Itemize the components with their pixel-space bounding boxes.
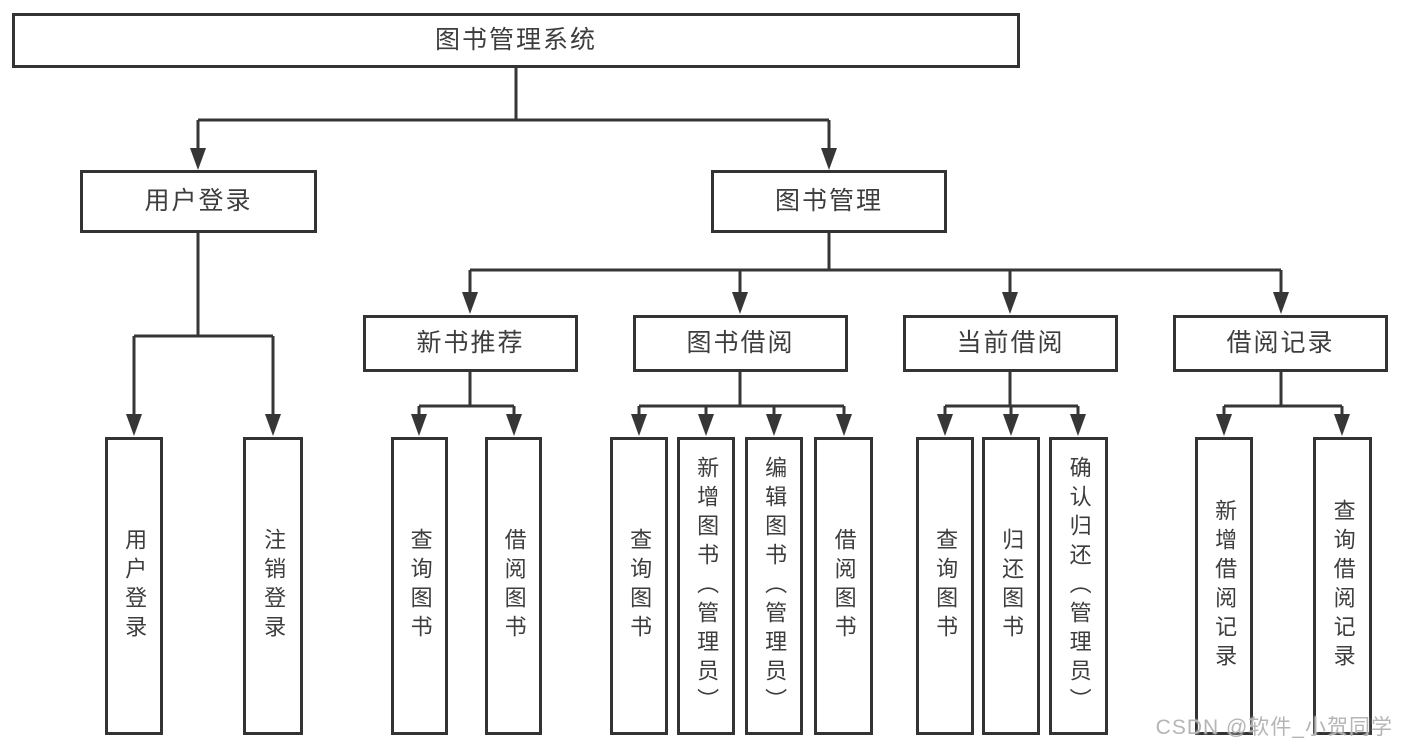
leaf-add-borrow-record-label: 新增借阅记录 <box>1212 499 1238 673</box>
node-current-borrowing: 当前借阅 <box>903 315 1118 372</box>
arrowhead-icons <box>126 148 1350 436</box>
node-user-login: 用户登录 <box>80 170 317 233</box>
node-book-management: 图书管理 <box>711 170 947 233</box>
leaf-edit-book-admin-label: 编辑图书（管理员） <box>762 455 788 717</box>
leaf-query-books-recommendation-label: 查询图书 <box>407 528 433 644</box>
node-library-management-system: 图书管理系统 <box>12 13 1020 68</box>
leaf-add-book-admin-label: 新增图书（管理员） <box>694 455 720 717</box>
leaf-borrow-books-borrowing-label: 借阅图书 <box>831 528 857 644</box>
node-book-borrowing: 图书借阅 <box>633 315 848 372</box>
leaf-add-borrow-record: 新增借阅记录 <box>1195 437 1253 735</box>
leaf-borrow-books-recommendation: 借阅图书 <box>485 437 542 735</box>
leaf-query-books-current: 查询图书 <box>916 437 974 735</box>
leaf-logout: 注销登录 <box>243 437 303 735</box>
leaf-query-books-recommendation: 查询图书 <box>391 437 448 735</box>
csdn-watermark: CSDN @软件_小贺同学 <box>1155 716 1393 739</box>
leaf-query-books-borrowing: 查询图书 <box>610 437 668 735</box>
leaf-query-borrow-record: 查询借阅记录 <box>1313 437 1372 735</box>
leaf-confirm-return-admin: 确认归还（管理员） <box>1049 437 1108 735</box>
leaf-query-books-borrowing-label: 查询图书 <box>627 528 653 644</box>
leaf-borrow-books-borrowing: 借阅图书 <box>814 437 873 735</box>
leaf-borrow-books-recommendation-label: 借阅图书 <box>501 528 527 644</box>
leaf-user-login-label: 用户登录 <box>122 528 148 644</box>
leaf-confirm-return-admin-label: 确认归还（管理员） <box>1066 455 1092 717</box>
leaf-return-book-label: 归还图书 <box>999 528 1025 644</box>
leaf-logout-label: 注销登录 <box>261 528 287 644</box>
leaf-return-book: 归还图书 <box>982 437 1040 735</box>
leaf-query-borrow-record-label: 查询借阅记录 <box>1330 499 1356 673</box>
leaf-add-book-admin: 新增图书（管理员） <box>677 437 735 735</box>
leaf-edit-book-admin: 编辑图书（管理员） <box>745 437 803 735</box>
leaf-user-login: 用户登录 <box>105 437 163 735</box>
leaf-query-books-current-label: 查询图书 <box>933 528 959 644</box>
node-borrowing-records: 借阅记录 <box>1173 315 1388 372</box>
node-new-book-recommendation: 新书推荐 <box>363 315 578 372</box>
